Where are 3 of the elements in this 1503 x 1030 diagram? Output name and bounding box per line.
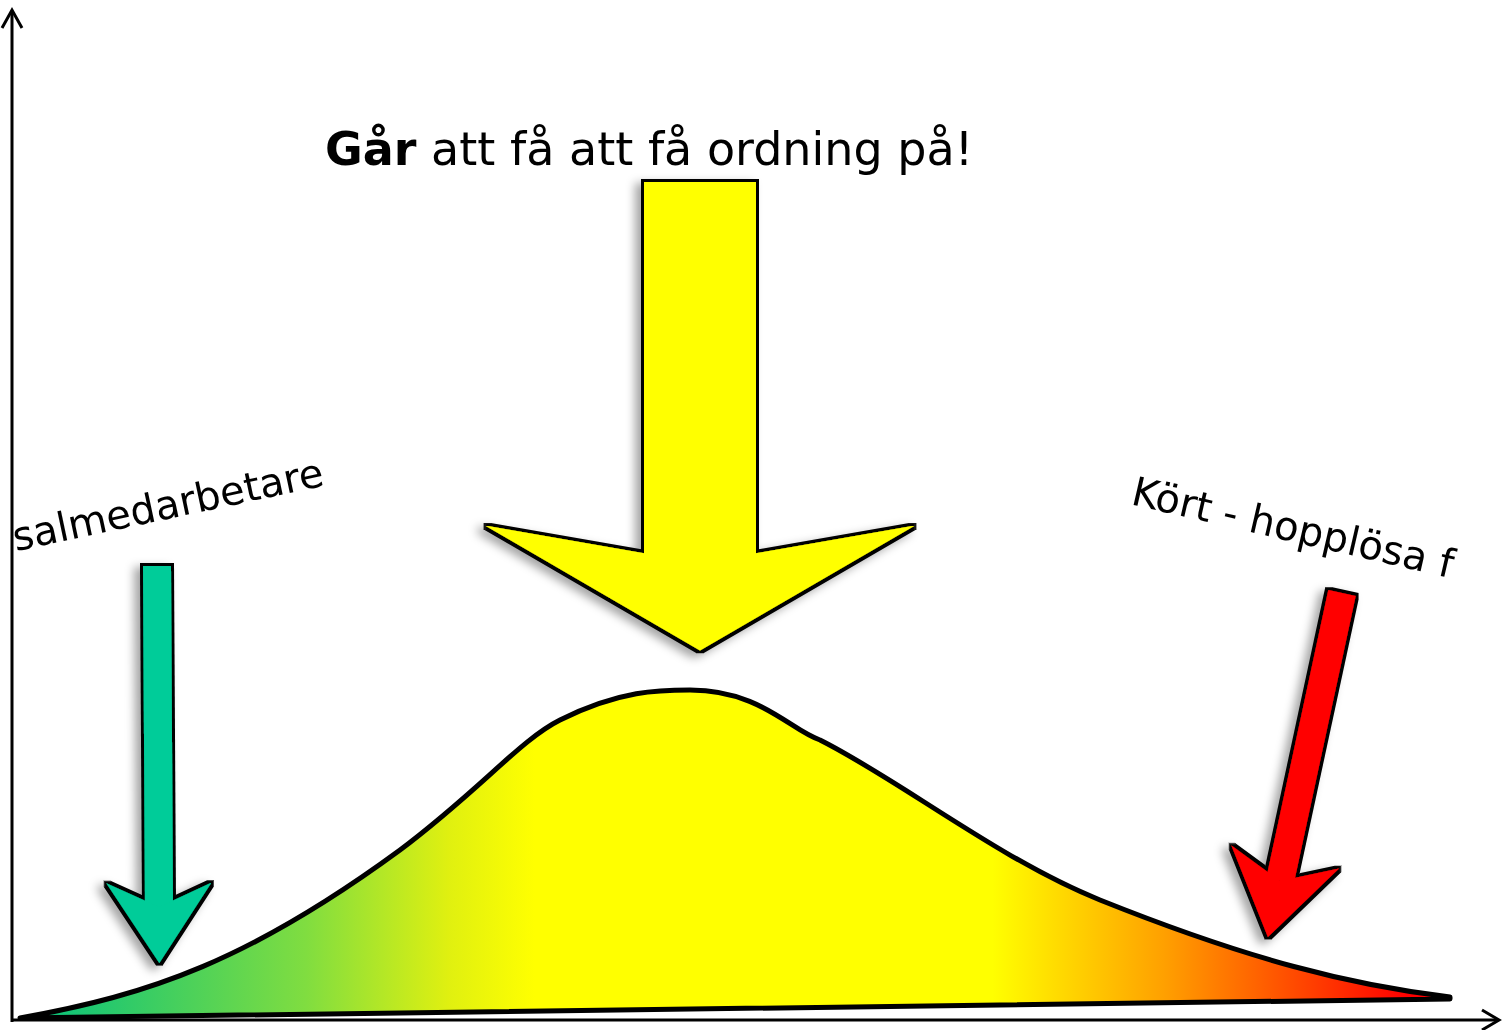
bell-curve-drawing <box>17 687 1453 1021</box>
arrow <box>485 182 915 651</box>
arrow-caption: Går att få att få ordning på! <box>325 122 974 176</box>
